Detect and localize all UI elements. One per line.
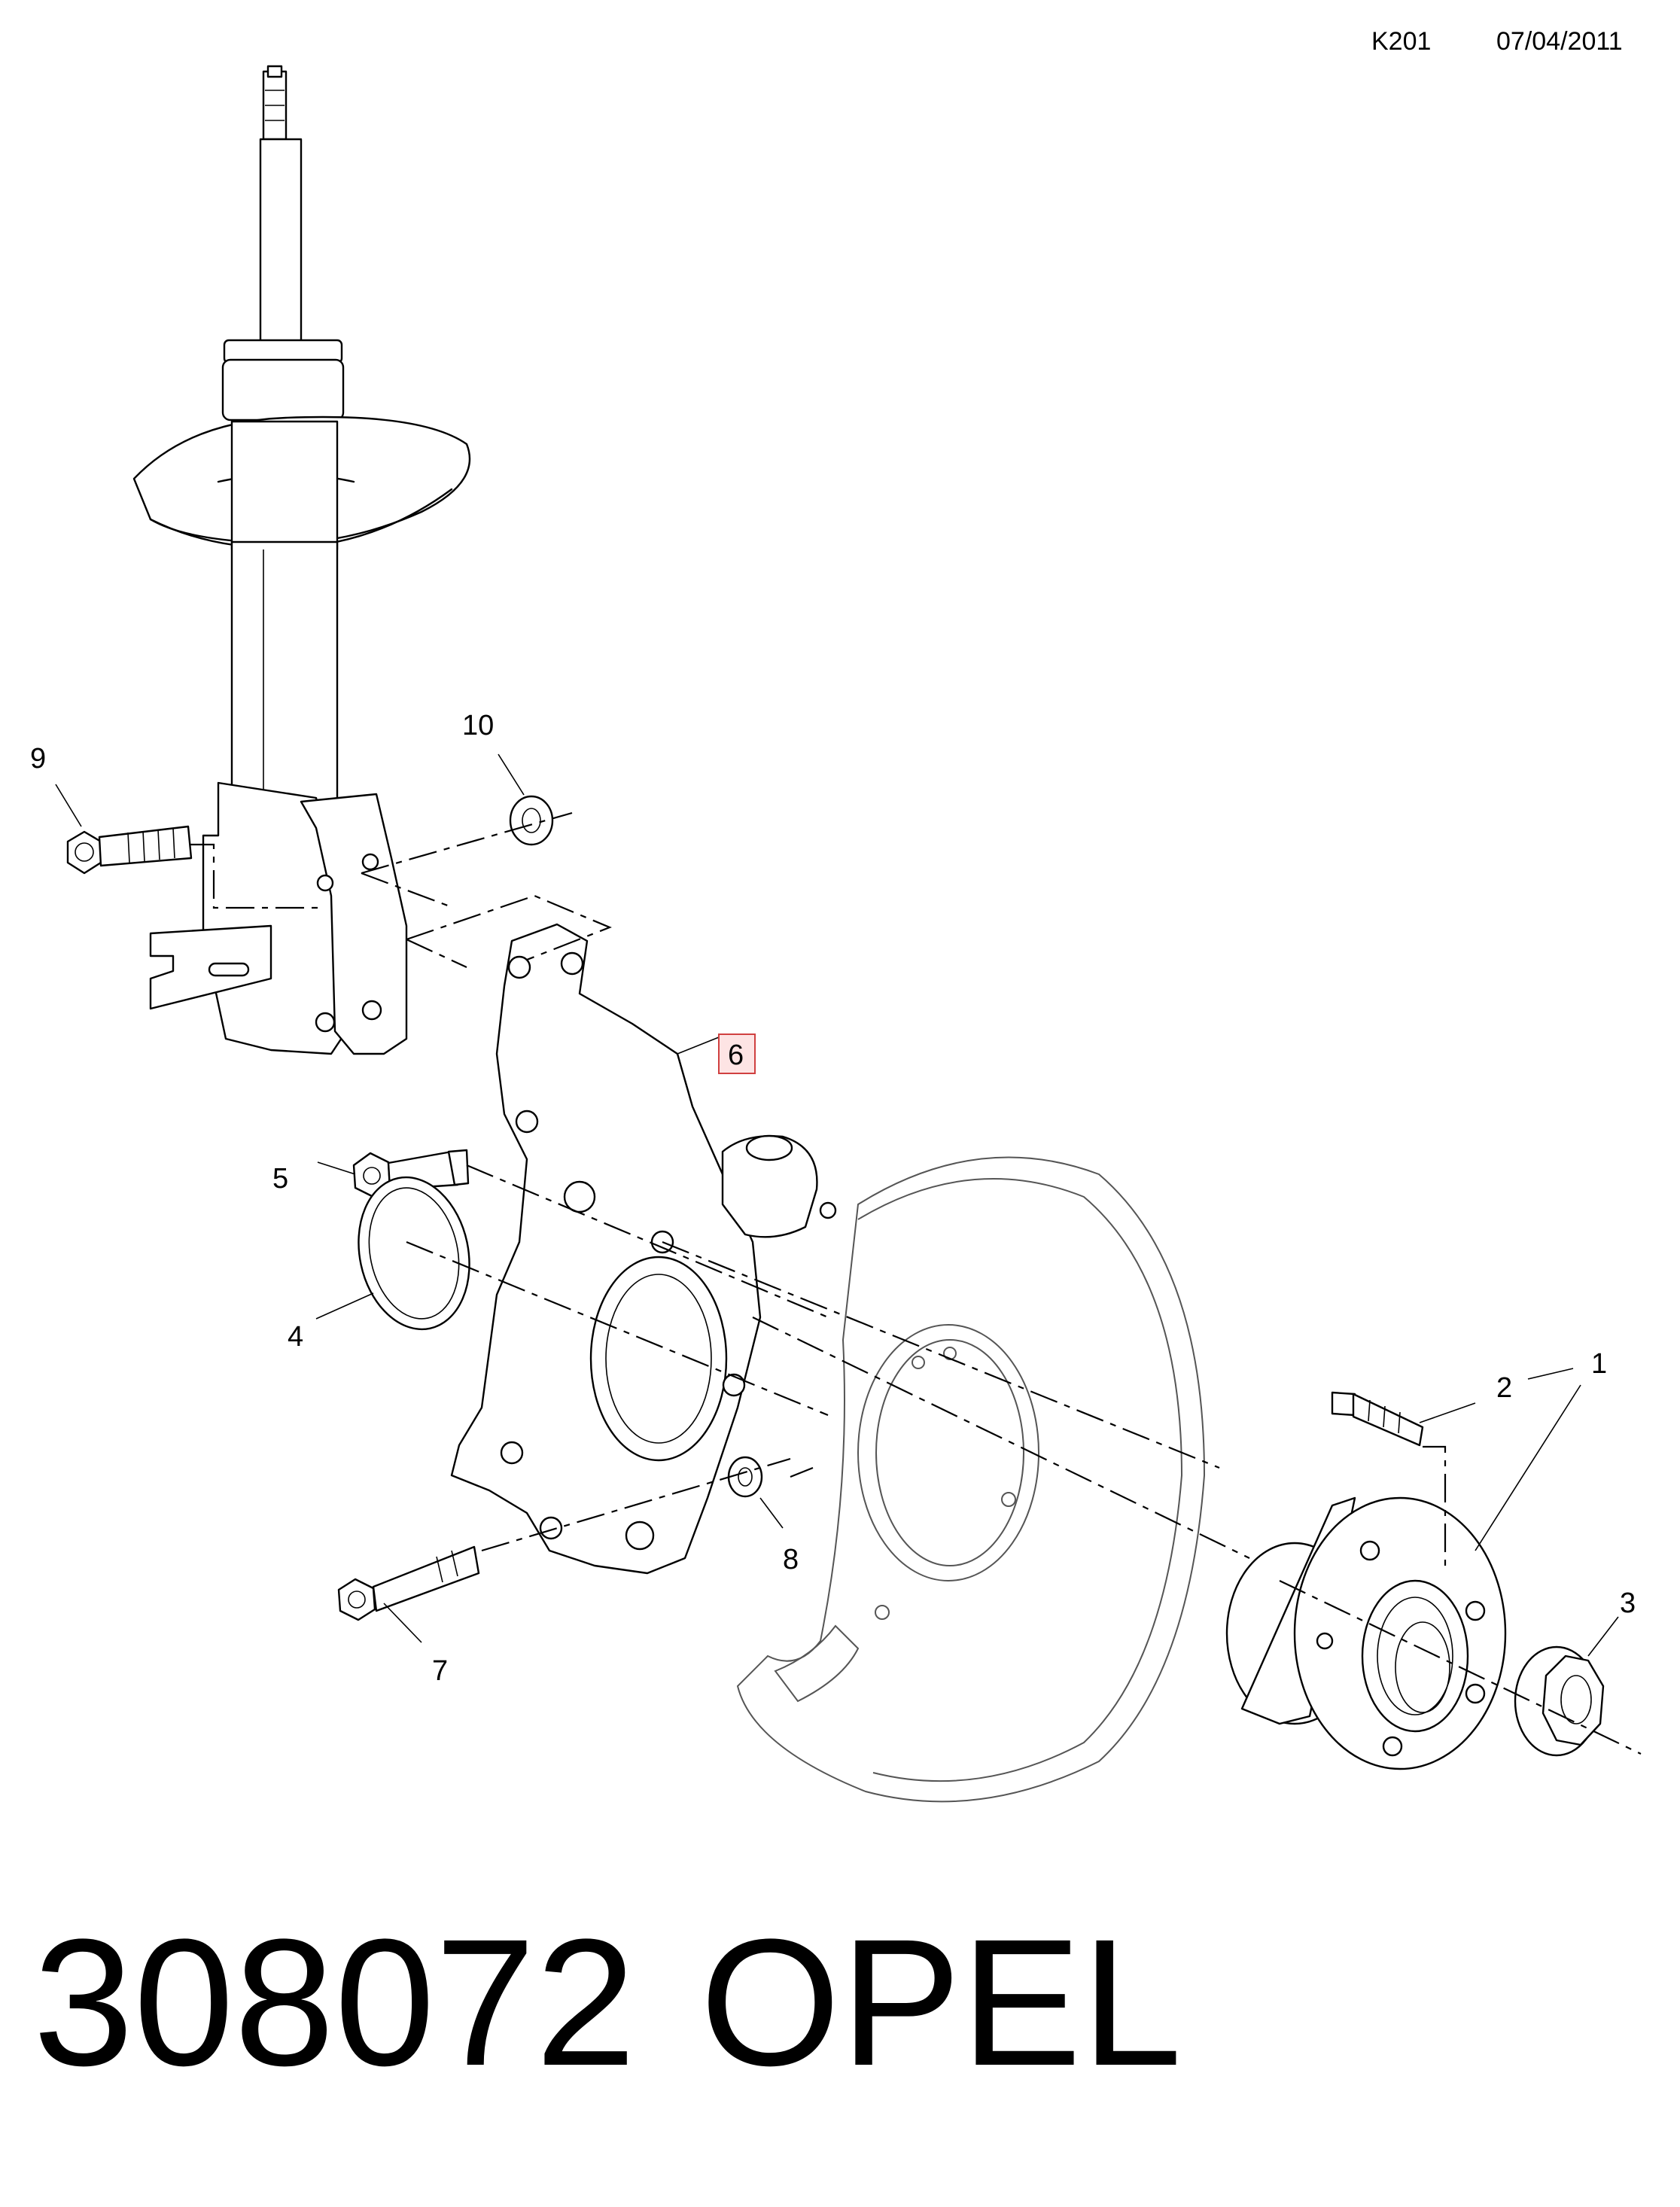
callout-7: 7: [432, 1655, 448, 1687]
wheel-stud-2-icon: [1331, 1391, 1424, 1447]
callout-5: 5: [272, 1163, 288, 1195]
callout-10: 10: [462, 710, 494, 741]
strut-assembly: [132, 65, 471, 1055]
callout-6: 6: [728, 1040, 744, 1071]
callout-3: 3: [1620, 1588, 1636, 1619]
nut-10-icon: [509, 795, 554, 846]
callout-2: 2: [1496, 1372, 1512, 1404]
callout-6-highlight: [718, 1033, 756, 1074]
wheel-hub-1: [1225, 1496, 1507, 1770]
brake-splash-shield: [736, 1156, 1206, 1803]
bolt-9-icon: [66, 825, 193, 875]
diagram-date: 07/04/2011: [1496, 27, 1623, 56]
steering-knuckle-6: [450, 923, 837, 1575]
callout-9: 9: [30, 743, 46, 775]
hub-nut-3-icon: [1514, 1645, 1605, 1757]
part-number: 308072: [33, 1901, 636, 2103]
brand-name: OPEL: [700, 1901, 1182, 2103]
nut-8-icon: [727, 1456, 763, 1498]
callout-4: 4: [288, 1321, 303, 1353]
sensor-ring-4-icon: [358, 1176, 470, 1331]
bolt-7-icon: [337, 1545, 480, 1621]
callout-8: 8: [783, 1544, 799, 1575]
callout-1: 1: [1591, 1348, 1607, 1380]
diagram-code: K201: [1371, 27, 1432, 56]
alignment-lines: [190, 811, 1642, 1755]
